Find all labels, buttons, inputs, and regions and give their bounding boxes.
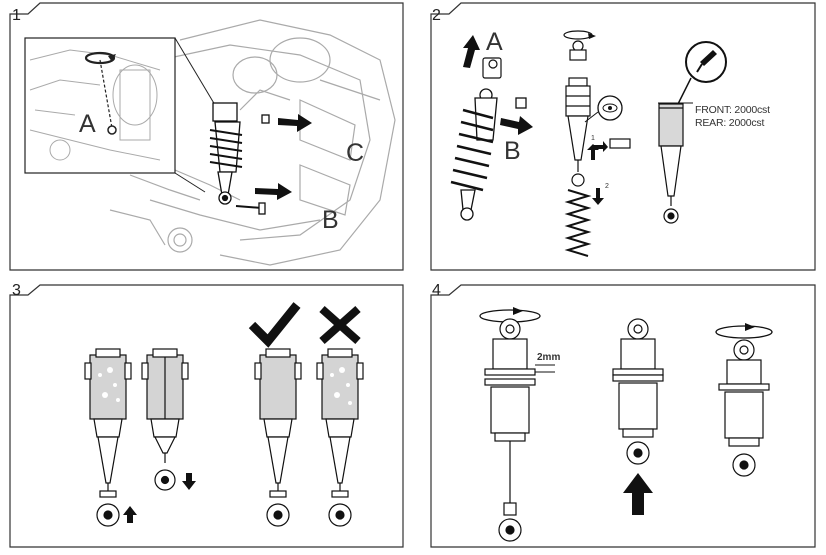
arrow-up-icon (123, 506, 137, 523)
check-icon (248, 302, 301, 348)
shock-body-icon (254, 348, 302, 527)
step-number: 3 (12, 282, 21, 299)
label-a: A (79, 110, 96, 138)
step-4-frame (430, 284, 816, 548)
step-number: 4 (432, 282, 441, 299)
shock-body-icon (84, 348, 132, 527)
label-c: C (346, 139, 365, 167)
step-2-frame (430, 2, 816, 271)
arrow-right-icon (500, 116, 533, 135)
shock-body-icon (612, 318, 664, 465)
step-2-panel: 2 A B 1 2 FRONT: 2000cst REAR: 2000cst (413, 0, 826, 275)
step-1-frame (9, 2, 404, 271)
oil-bottle-icon (677, 41, 727, 105)
arrow-right-icon (255, 183, 292, 200)
cap-icon (107, 125, 117, 135)
arrow-right-icon (278, 114, 312, 132)
oil-front: FRONT: 2000cst (695, 104, 770, 116)
label-a: A (486, 28, 503, 56)
step-3-panel: 3 (0, 275, 413, 555)
shock-exploded-icon (563, 30, 631, 257)
label-b: B (322, 206, 339, 234)
shock-body-icon (141, 348, 189, 491)
shock-assembled-icon (450, 88, 527, 221)
step-1-panel: 1 A B C (0, 0, 413, 275)
sub-step-2: 2 (605, 183, 609, 190)
shock-absorber-icon (209, 102, 270, 215)
step-3-frame (9, 284, 404, 548)
sub-step-1: 1 (591, 135, 595, 142)
step-4-panel: 4 2mm (413, 275, 826, 555)
cross-icon (319, 306, 361, 344)
shock-body-icon (484, 318, 536, 542)
step-number: 1 (12, 7, 21, 24)
step-number: 2 (432, 7, 441, 24)
label-b: B (504, 137, 521, 165)
shock-body-icon (658, 103, 684, 224)
shock-body-icon (316, 348, 364, 527)
measure-label: 2mm (537, 352, 561, 363)
arrow-up-icon (623, 473, 653, 515)
step-1-inset (24, 37, 176, 174)
rotate-arrow-icon (715, 323, 773, 339)
arrow-up-icon (463, 35, 480, 68)
shock-body-icon (718, 339, 770, 477)
arrow-down-icon (182, 473, 196, 490)
oil-rear: REAR: 2000cst (695, 117, 765, 129)
